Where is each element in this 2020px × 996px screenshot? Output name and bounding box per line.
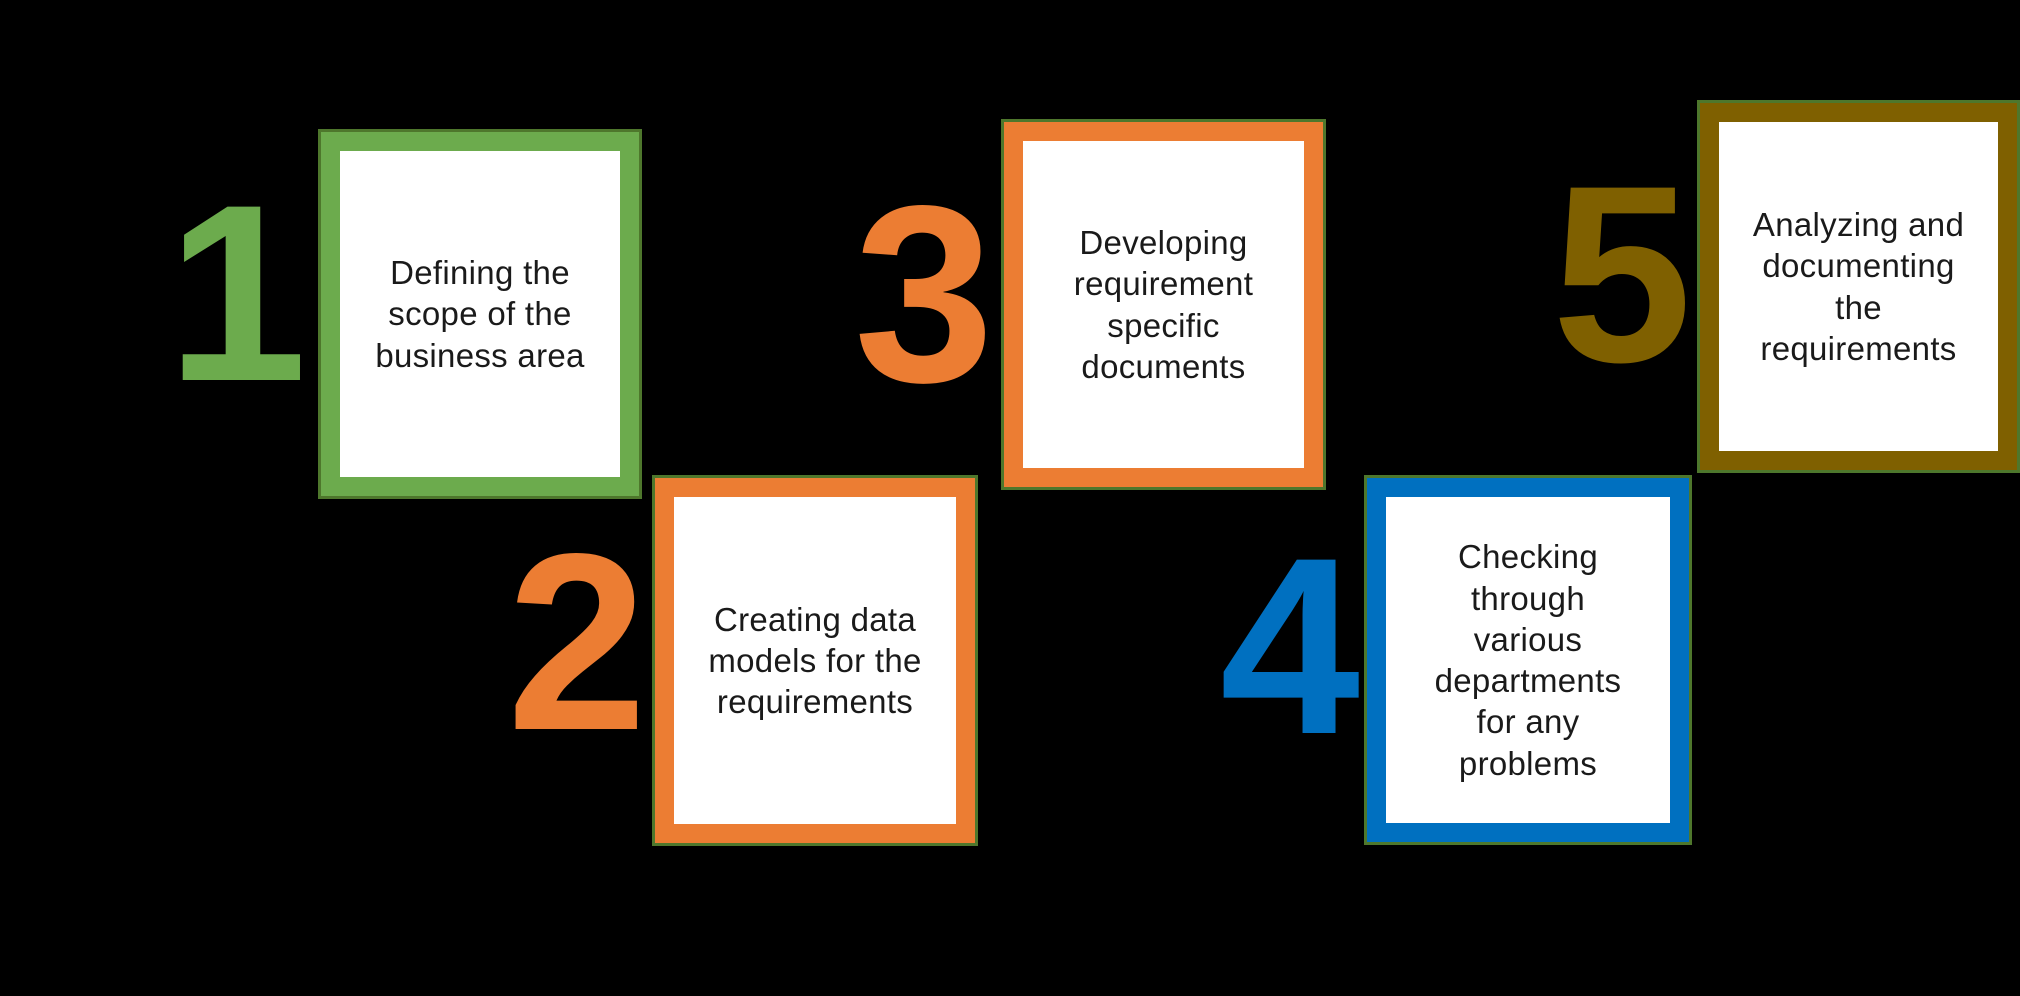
step-1-description: Defining the scope of the business area: [375, 254, 585, 374]
step-1-number: 1: [166, 152, 307, 434]
step-1-card: Defining the scope of the business area: [318, 129, 642, 499]
step-4-card: Checking through various departments for…: [1364, 475, 1692, 845]
step-4-description: Checking through various departments for…: [1434, 538, 1622, 782]
step-3-description: Developing requirement specific document…: [1073, 224, 1254, 385]
step-4-number: 4: [1219, 505, 1360, 787]
step-2-number: 2: [506, 501, 647, 783]
step-2-card: Creating data models for the requirement…: [652, 475, 978, 846]
step-5-number: 5: [1551, 133, 1692, 415]
step-5-card: Analyzing and documenting the requiremen…: [1697, 100, 2020, 473]
step-2-description: Creating data models for the requirement…: [708, 600, 922, 721]
step-3-number: 3: [853, 153, 994, 435]
step-5-description: Analyzing and documenting the requiremen…: [1752, 206, 1965, 367]
step-3-card: Developing requirement specific document…: [1001, 119, 1326, 490]
